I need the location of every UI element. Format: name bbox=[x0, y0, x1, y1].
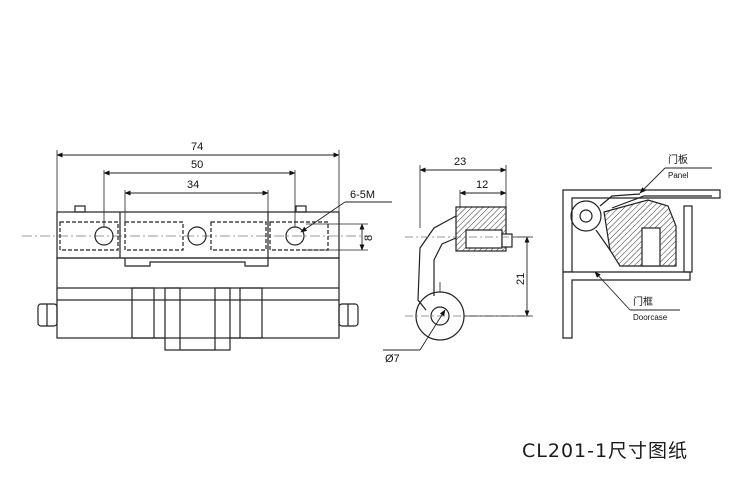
dim-overall-width: 74 bbox=[191, 141, 203, 153]
dim-hole-spacing: 50 bbox=[191, 159, 203, 171]
section-view bbox=[562, 167, 721, 339]
dim-side-width: 23 bbox=[454, 156, 466, 168]
front-view bbox=[22, 150, 392, 351]
panel-label-cn: 门板 bbox=[668, 153, 688, 166]
doorcase-label-cn: 门框 bbox=[633, 295, 653, 308]
dim-side-height: 21 bbox=[515, 273, 527, 285]
drawing-caption: CL201-1尺寸图纸 bbox=[522, 440, 689, 462]
side-view bbox=[383, 165, 533, 351]
dim-inner-width: 34 bbox=[187, 179, 199, 191]
doorcase-label-en: Doorcase bbox=[633, 313, 668, 322]
thread-note: 6-5M bbox=[350, 189, 375, 201]
panel-label-en: Panel bbox=[668, 171, 689, 180]
pin-diameter: Ø7 bbox=[385, 353, 400, 365]
dim-plate-height: 8 bbox=[363, 235, 375, 241]
dim-side-step: 12 bbox=[476, 179, 488, 191]
